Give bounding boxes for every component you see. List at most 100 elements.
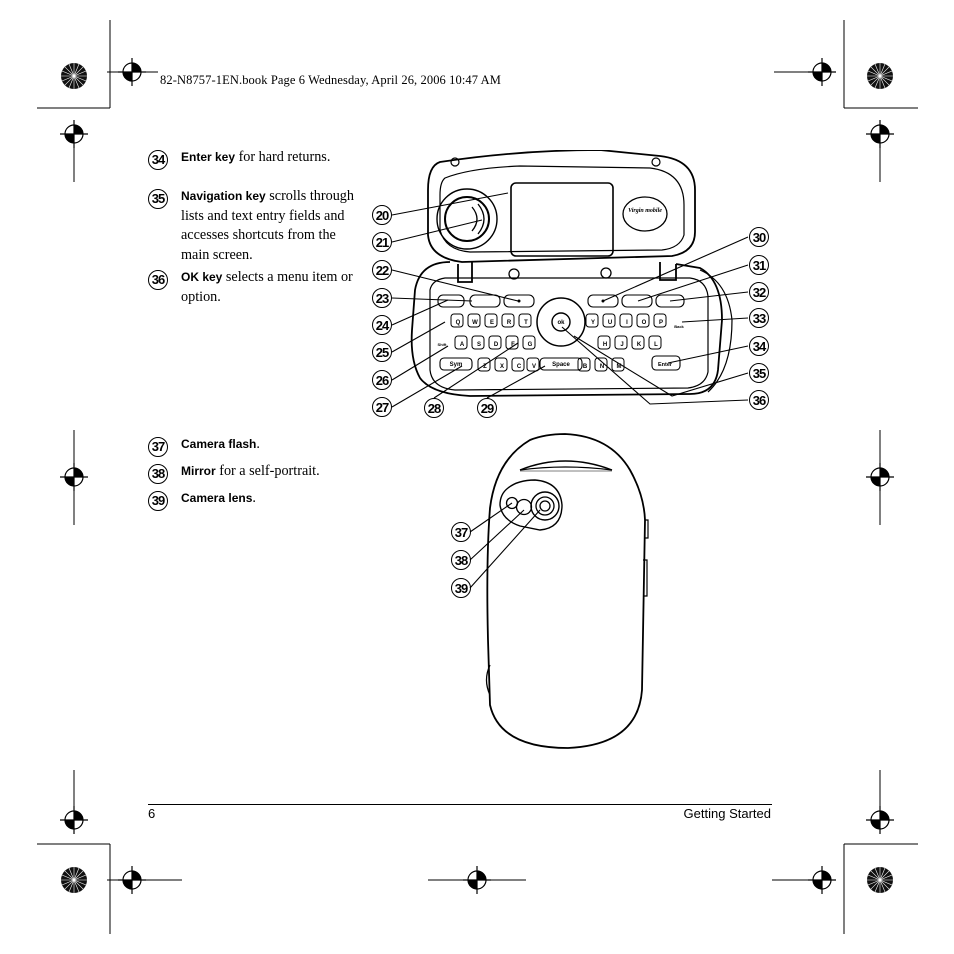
description: . [256, 436, 260, 452]
phone-keyboard-body [410, 261, 723, 397]
key-p [653, 313, 667, 328]
key-z [477, 357, 491, 372]
description: for a self-portrait. [215, 463, 320, 479]
key-label: N [600, 364, 604, 370]
camera-lens [530, 491, 560, 521]
ok-key [551, 312, 571, 332]
callout-number: 36 [148, 270, 168, 290]
key-label: K [637, 342, 642, 348]
key-k [631, 335, 645, 350]
diagram-callout-39: 39 [451, 578, 471, 598]
space-key-label: Space [552, 362, 570, 368]
shift-key-label: Shift [438, 342, 448, 347]
term: Enter key [181, 150, 236, 164]
key-label: R [507, 320, 512, 326]
key-v [526, 357, 540, 372]
key-label: W [472, 320, 478, 326]
key-label: V [532, 364, 536, 370]
diagram-callout-22: 22 [372, 260, 392, 280]
diagram-callout-20: 20 [372, 205, 392, 225]
key-s [471, 335, 485, 350]
key-label: I [626, 320, 628, 326]
key-m [611, 357, 625, 372]
key-label: T [524, 320, 528, 326]
ok-key-label: ok [557, 320, 565, 326]
key-l [648, 335, 662, 350]
diagram-callout-26: 26 [372, 370, 392, 390]
key-label: A [460, 342, 465, 348]
diagram-callout-30: 30 [749, 227, 769, 247]
key-label: Z [483, 364, 487, 370]
key-y [585, 313, 599, 328]
description: . [252, 490, 256, 506]
callout-number: 38 [148, 464, 168, 484]
key-label: G [528, 342, 533, 348]
navigation-key [536, 297, 586, 347]
key-label: P [659, 320, 663, 326]
mirror [515, 498, 533, 516]
term: OK key [181, 270, 223, 284]
diagram-callout-25: 25 [372, 342, 392, 362]
key-label: O [642, 320, 647, 326]
key-g [522, 335, 536, 350]
footer-rule [148, 804, 772, 805]
key-label: U [608, 320, 612, 326]
term: Navigation key [181, 189, 266, 203]
key-x [494, 357, 508, 372]
key-label: L [654, 342, 658, 348]
phone-screen [510, 182, 614, 257]
phone-back-illustration [469, 433, 649, 749]
key-label: S [477, 342, 481, 348]
key-d [488, 335, 502, 350]
key-e [484, 313, 498, 328]
key-t [518, 313, 532, 328]
description: scrolls through lists and text entry fie… [181, 188, 354, 263]
term: Mirror [181, 464, 216, 478]
key-label: H [603, 342, 607, 348]
description: for hard returns. [235, 149, 331, 165]
diagram-callout-29: 29 [477, 398, 497, 418]
diagram-callout-33: 33 [749, 308, 769, 328]
camera-module [499, 479, 563, 531]
callout-number: 37 [148, 437, 168, 457]
key-n [594, 357, 608, 372]
diagram-callout-24: 24 [372, 315, 392, 335]
key-j [614, 335, 628, 350]
diagram-callout-31: 31 [749, 255, 769, 275]
diagram-callout-27: 27 [372, 397, 392, 417]
file-header: 82-N8757-1EN.book Page 6 Wednesday, Apri… [160, 73, 501, 87]
key-r [501, 313, 515, 328]
key-label: M [617, 364, 622, 370]
phone-back-body [486, 433, 646, 749]
diagram-callout-34: 34 [749, 336, 769, 356]
callout-number: 39 [148, 491, 168, 511]
key-label: E [490, 320, 494, 326]
phone-speaker [436, 188, 498, 250]
key-u [602, 313, 616, 328]
key-f [505, 335, 519, 350]
key-q [450, 313, 464, 328]
key-i [619, 313, 633, 328]
diagram-callout-32: 32 [749, 282, 769, 302]
diagram-callout-23: 23 [372, 288, 392, 308]
key-label: C [517, 364, 522, 370]
brand-label: Virgin mobile [628, 208, 662, 214]
key-label: D [494, 342, 499, 348]
key-label: X [500, 364, 504, 370]
key-o [636, 313, 650, 328]
section-title: Getting Started [683, 806, 771, 821]
diagram-callout-35: 35 [749, 363, 769, 383]
diagram-callout-21: 21 [372, 232, 392, 252]
diagram-callout-38: 38 [451, 550, 471, 570]
term: Camera flash [181, 437, 257, 451]
page-number: 6 [148, 806, 156, 821]
description: selects a menu item or option. [181, 269, 353, 305]
diagram-callout-37: 37 [451, 522, 471, 542]
back-key-label: Back [674, 324, 684, 329]
diagram-callout-36: 36 [749, 390, 769, 410]
key-label: Q [456, 320, 461, 326]
diagram-callout-28: 28 [424, 398, 444, 418]
sym-key-label: Sym [450, 362, 463, 368]
